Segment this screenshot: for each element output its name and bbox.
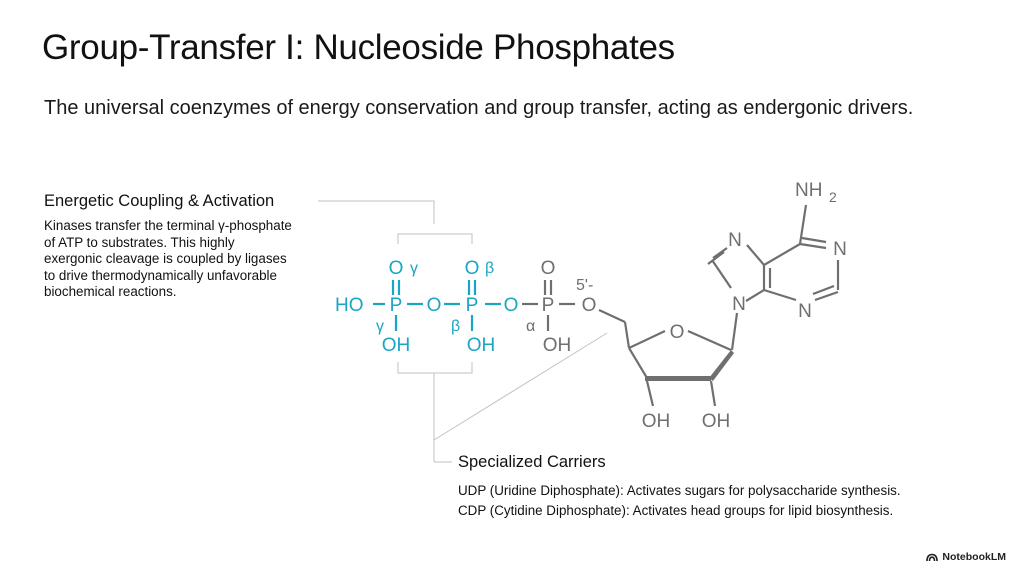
bond: [623, 321, 631, 349]
double-bond: [801, 236, 827, 244]
specialized-carriers-heading: Specialized Carriers: [458, 453, 606, 471]
lower-bracket: [397, 362, 473, 374]
adenine-bonds: [707, 204, 840, 302]
activation-leader-line: [318, 200, 435, 224]
adenine-amino: NH: [795, 180, 822, 201]
adenine-n7: N: [728, 230, 742, 251]
adenine-n9: N: [732, 294, 746, 315]
notebooklm-logo-icon: [926, 553, 939, 561]
alpha-oh: OH: [543, 335, 572, 356]
beta-bottom-greek: β: [451, 318, 460, 335]
bond: [746, 244, 765, 266]
energetic-coupling-line: exergonic cleavage is coupled by ligases: [44, 251, 287, 267]
amino-bond: [798, 204, 808, 245]
alpha-bottom-greek: α: [526, 318, 535, 335]
ribose-bold-edge: [645, 376, 711, 381]
phosphate-atoms: HO P O γ OH γ O P O β OH β O P O OH α O …: [335, 258, 596, 356]
energetic-coupling-body: Kinases transfer the terminal γ-phosphat…: [44, 218, 344, 301]
beta-oh: OH: [467, 335, 496, 356]
energetic-coupling-heading: Energetic Coupling & Activation: [44, 192, 275, 210]
bond: [687, 329, 732, 352]
adenine-atoms: N N N N NH 2: [728, 180, 847, 322]
ribose-ring: [623, 312, 739, 407]
gamma-oxo: O: [389, 258, 404, 279]
bond: [598, 309, 626, 323]
bond: [745, 289, 765, 302]
alpha-bridge-oxygen: O: [504, 295, 519, 316]
adenine-n3: N: [798, 301, 812, 322]
double-bond: [707, 251, 725, 265]
gamma-bottom-greek: γ: [376, 318, 384, 335]
gamma-oh: OH: [382, 335, 411, 356]
ester-oxygen: O: [582, 295, 597, 316]
hydroxyl-2: OH: [642, 411, 671, 432]
five-prime-label: 5'-: [576, 277, 593, 294]
bond: [814, 290, 839, 302]
carrier-diagonal-line: [433, 332, 608, 441]
slide-title: Group-Transfer I: Nucleoside Phosphates: [42, 28, 675, 67]
cdp-description: CDP (Cytidine Diphosphate): Activates he…: [458, 503, 894, 518]
double-bond: [812, 284, 835, 296]
bond: [628, 330, 666, 349]
upper-bracket: [397, 233, 473, 244]
bond: [711, 259, 732, 289]
gamma-top-greek: γ: [410, 260, 418, 277]
energetic-coupling-line: to drive thermodynamically unfavorable: [44, 267, 277, 283]
glycosidic-bond: [730, 312, 739, 351]
alpha-oxo: O: [541, 258, 556, 279]
energetic-coupling-callout: Energetic Coupling & Activation Kinases …: [44, 192, 344, 301]
energetic-coupling-line: Kinases transfer the terminal γ-phosphat…: [44, 218, 292, 233]
adenine-n1: N: [833, 239, 847, 260]
ribose-atoms: O OH OH: [642, 322, 731, 432]
slide-subtitle: The universal coenzymes of energy conser…: [44, 97, 914, 119]
beta-oxo: O: [465, 258, 480, 279]
energetic-coupling-line: biochemical reactions.: [44, 284, 177, 300]
gamma-phosphorus: P: [390, 295, 403, 316]
ribose-bold-edge: [709, 350, 734, 381]
phosphate-bonds: [373, 280, 626, 331]
beta-phosphorus: P: [466, 295, 479, 316]
bond: [799, 242, 827, 250]
brand-name: NotebookLM: [942, 551, 1006, 563]
adenine-amino-subscript: 2: [829, 189, 837, 205]
ring-oxygen: O: [670, 322, 685, 343]
udp-description: UDP (Uridine Diphosphate): Activates sug…: [458, 483, 901, 498]
bond: [645, 380, 655, 407]
callout-connectors: [318, 200, 608, 463]
specialized-carriers-callout: Specialized Carriers UDP (Uridine Diphos…: [458, 453, 901, 521]
bond: [763, 243, 801, 266]
hydroxyl-3: OH: [702, 411, 731, 432]
gamma-hydroxyl-label: HO: [335, 295, 364, 316]
beta-bridge-oxygen: O: [427, 295, 442, 316]
alpha-phosphorus: P: [542, 295, 555, 316]
bond: [712, 247, 728, 259]
notebooklm-brand: NotebookLM: [926, 551, 1006, 563]
bond: [628, 347, 648, 379]
bond: [709, 380, 717, 407]
bond: [763, 288, 797, 302]
beta-top-greek: β: [485, 260, 494, 277]
energetic-coupling-line: of ATP to substrates. This highly: [44, 234, 235, 250]
